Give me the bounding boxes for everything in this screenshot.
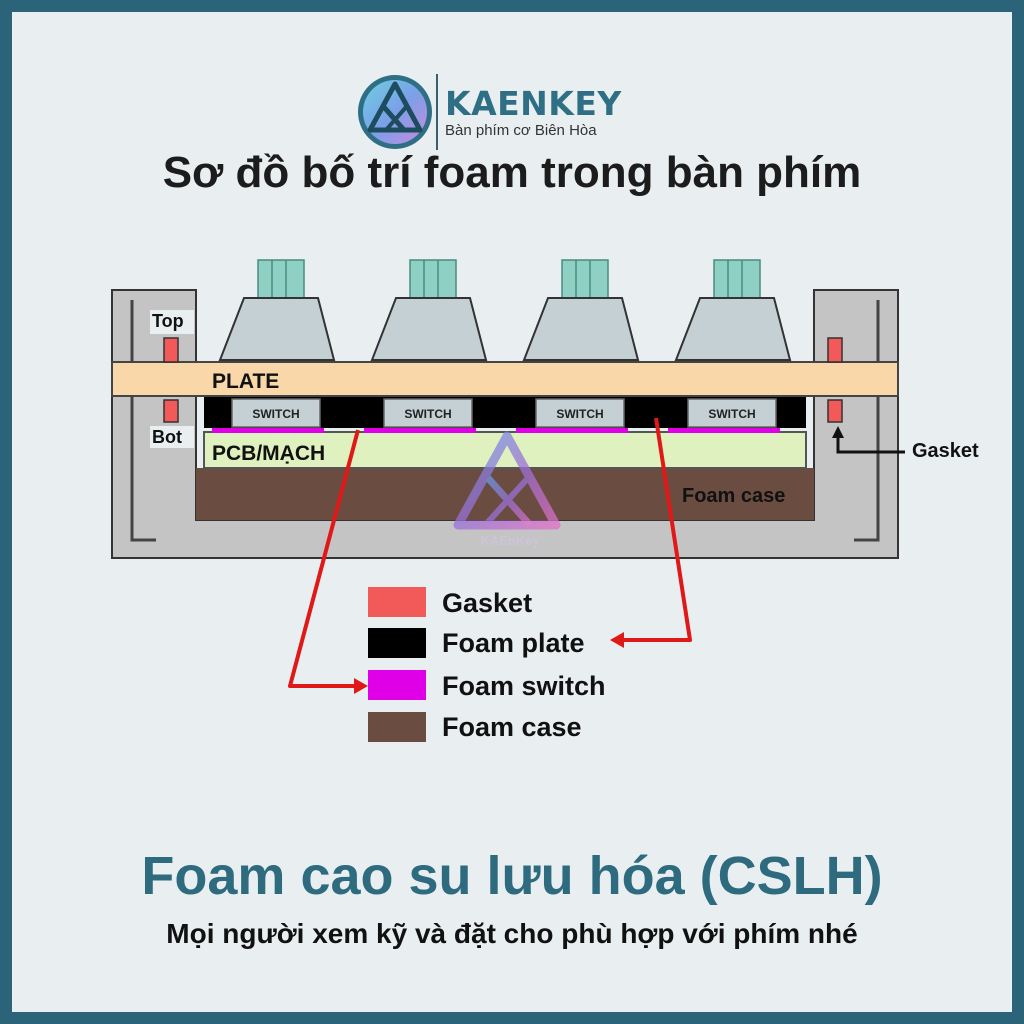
foam-switch-layer: [212, 428, 780, 433]
bot-label: Bot: [152, 427, 182, 447]
legend-swatch-foam-case: [368, 712, 426, 742]
foam-plate-pointer-arrow: [610, 417, 692, 648]
brand-name: KAENKEY: [445, 84, 622, 123]
legend-label: Foam case: [442, 712, 582, 742]
switch-row: SWITCH SWITCH SWITCH SWITCH: [231, 398, 777, 428]
legend: Gasket Foam plate Foam switch Foam case: [368, 587, 606, 742]
switch-label: SWITCH: [252, 407, 299, 421]
plate-layer: [111, 361, 899, 397]
legend-label: Foam switch: [442, 671, 606, 701]
page-title: Sơ đồ bố trí foam trong bàn phím: [162, 148, 862, 197]
switch-body: [535, 398, 625, 428]
pcb-label: PCB/MẠCH: [212, 442, 325, 465]
watermark-logo-icon: KAEnKey: [453, 431, 561, 548]
keycap-row: [218, 259, 792, 361]
legend-swatch-foam-plate: [368, 628, 426, 658]
legend-swatch-foam-switch: [368, 670, 426, 700]
foam-case-label: Foam case: [682, 485, 785, 507]
keycap: [674, 259, 792, 361]
keycap: [218, 259, 336, 361]
brand-logo-icon: [358, 75, 432, 149]
legend-swatch-gasket: [368, 587, 426, 617]
switch-body: [687, 398, 777, 428]
legend-label: Foam plate: [442, 628, 585, 658]
switch-label: SWITCH: [556, 407, 603, 421]
gasket-callout-label: Gasket: [912, 440, 979, 462]
switch-body: [231, 398, 321, 428]
top-label: Top: [152, 311, 184, 331]
keycap: [370, 259, 488, 361]
gasket-pads: [163, 337, 843, 423]
foam-switch-pointer-arrow: [288, 429, 368, 694]
legend-label: Gasket: [442, 588, 532, 618]
brand-divider: [436, 74, 438, 150]
gasket-callout-arrow: [836, 432, 905, 454]
keycap: [522, 259, 640, 361]
bot-label-bg: [150, 426, 194, 448]
switch-label: SWITCH: [708, 407, 755, 421]
gasket-callout-arrowhead: [832, 426, 844, 438]
brand-tagline: Bàn phím cơ Biên Hòa: [445, 122, 597, 139]
top-label-bg: [150, 310, 194, 334]
footer-title: Foam cao su lưu hóa (CSLH): [141, 846, 883, 906]
switch-body: [383, 398, 473, 428]
watermark-text: KAEnKey: [480, 533, 540, 548]
plate-label: PLATE: [212, 370, 279, 393]
switch-label: SWITCH: [404, 407, 451, 421]
footer-subtitle: Mọi người xem kỹ và đặt cho phù hợp với …: [166, 918, 858, 949]
